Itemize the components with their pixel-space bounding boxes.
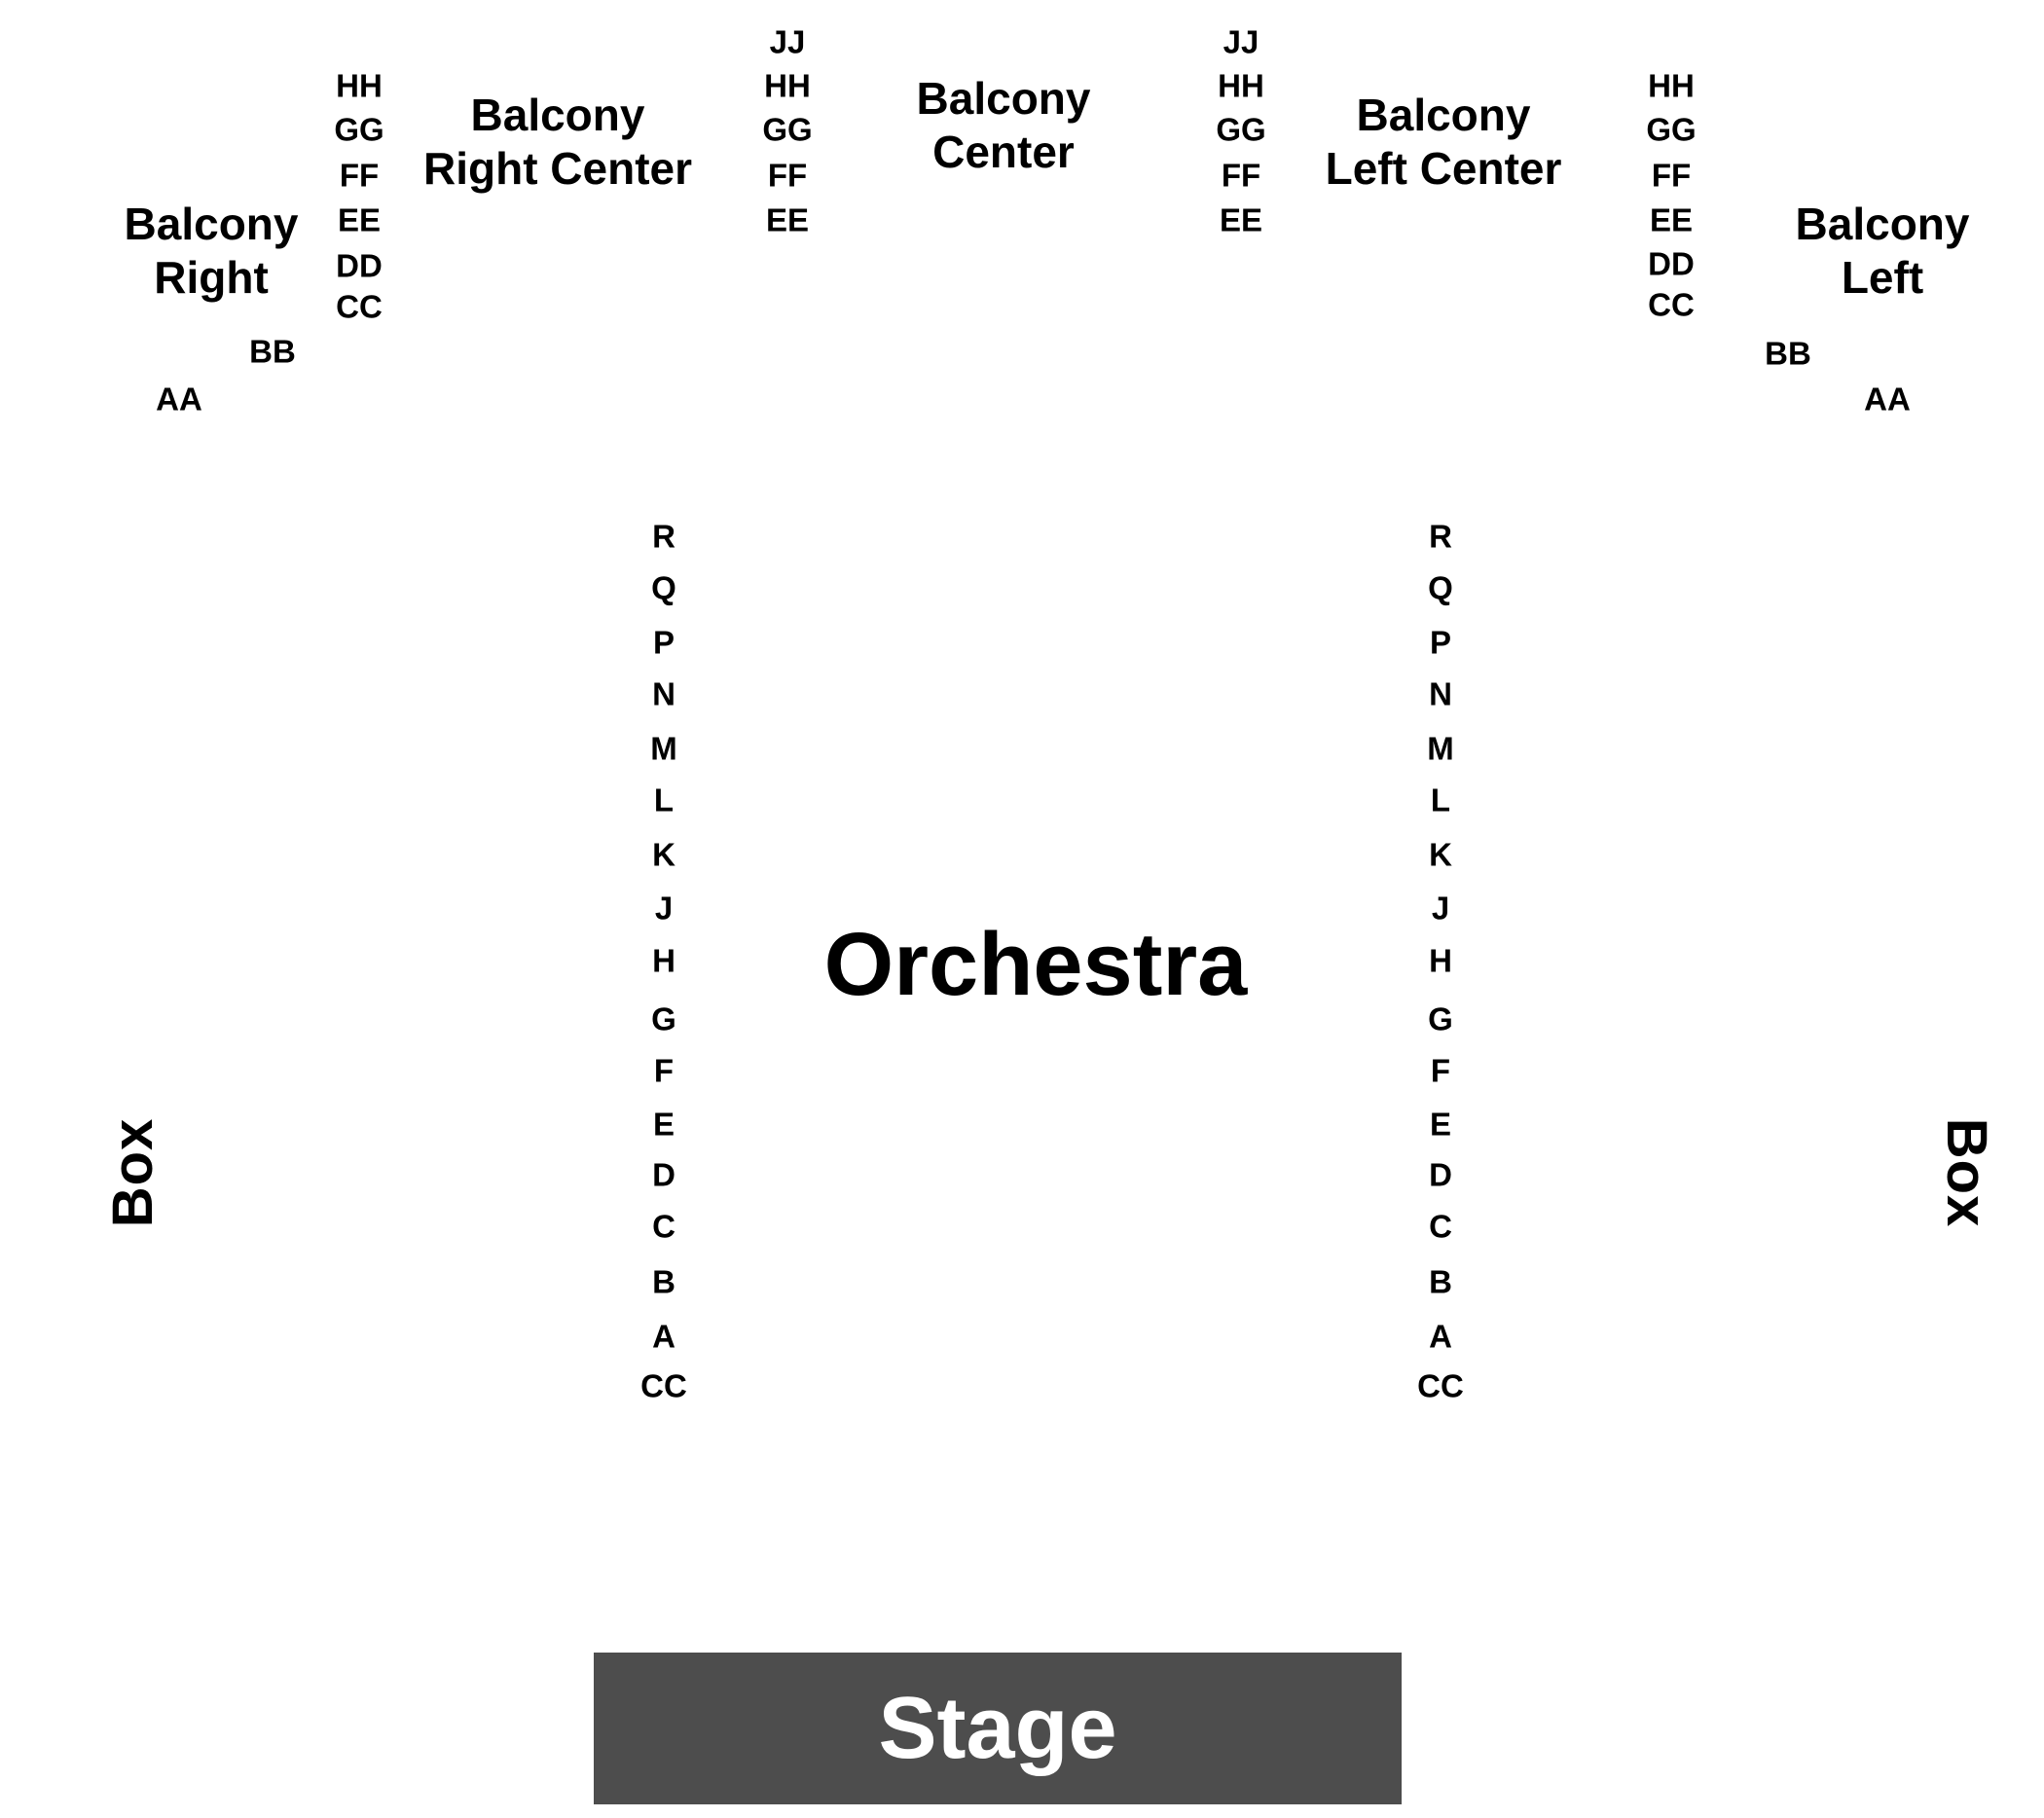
- row-label-orchestra-left-g[interactable]: G: [651, 1000, 676, 1037]
- row-label-orchestra-right-e[interactable]: E: [1429, 1106, 1451, 1143]
- row-label-orchestra-left-d[interactable]: D: [652, 1156, 675, 1193]
- row-label-orchestra-right-g[interactable]: G: [1428, 1000, 1453, 1037]
- row-label-balcony-center-right-gg[interactable]: GG: [1216, 111, 1266, 148]
- row-label-orchestra-right-cc[interactable]: CC: [1417, 1367, 1464, 1404]
- row-label-orchestra-left-cc[interactable]: CC: [640, 1367, 687, 1404]
- row-label-balcony-center-left-jj[interactable]: JJ: [769, 23, 806, 60]
- row-label-balcony-left-inner-hh[interactable]: HH: [1648, 67, 1695, 104]
- row-label-balcony-center-left-ff[interactable]: FF: [767, 157, 808, 194]
- row-label-balcony-right-inner-cc[interactable]: CC: [336, 288, 383, 325]
- row-label-orchestra-left-a[interactable]: A: [652, 1318, 675, 1355]
- row-label-balcony-center-right-hh[interactable]: HH: [1218, 67, 1264, 104]
- row-label-orchestra-right-f[interactable]: F: [1430, 1052, 1451, 1089]
- row-label-orchestra-left-m[interactable]: M: [650, 730, 677, 767]
- orchestra-label[interactable]: Orchestra: [823, 915, 1248, 1014]
- row-label-balcony-right-outer-bb[interactable]: BB: [249, 333, 296, 370]
- box-left-label[interactable]: Box: [101, 1117, 164, 1228]
- row-label-orchestra-right-r[interactable]: R: [1429, 518, 1452, 555]
- balcony-left-center-label[interactable]: Balcony Left Center: [1325, 89, 1562, 194]
- row-label-orchestra-left-f[interactable]: F: [653, 1052, 675, 1089]
- row-label-orchestra-right-m[interactable]: M: [1427, 730, 1454, 767]
- stage-area[interactable]: Stage: [594, 1653, 1402, 1804]
- row-label-orchestra-left-c[interactable]: C: [652, 1208, 675, 1245]
- row-label-balcony-right-inner-hh[interactable]: HH: [336, 67, 383, 104]
- row-label-balcony-right-inner-gg[interactable]: GG: [334, 111, 384, 148]
- row-label-orchestra-right-d[interactable]: D: [1429, 1156, 1452, 1193]
- row-label-orchestra-left-p[interactable]: P: [652, 624, 675, 661]
- row-label-balcony-right-outer-aa[interactable]: AA: [156, 381, 202, 418]
- row-label-orchestra-left-l[interactable]: L: [653, 782, 675, 818]
- row-label-orchestra-right-h[interactable]: H: [1429, 942, 1452, 979]
- row-label-orchestra-right-c[interactable]: C: [1429, 1208, 1452, 1245]
- row-label-orchestra-right-a[interactable]: A: [1429, 1318, 1452, 1355]
- balcony-right-label[interactable]: Balcony Right: [124, 198, 299, 303]
- row-label-balcony-left-outer-aa[interactable]: AA: [1864, 381, 1911, 418]
- row-label-orchestra-right-j[interactable]: J: [1431, 890, 1450, 927]
- row-label-balcony-center-right-ff[interactable]: FF: [1221, 157, 1261, 194]
- balcony-right-center-label[interactable]: Balcony Right Center: [423, 89, 692, 194]
- row-label-orchestra-right-n[interactable]: N: [1429, 675, 1452, 712]
- row-label-balcony-right-inner-ff[interactable]: FF: [339, 157, 380, 194]
- row-label-orchestra-right-p[interactable]: P: [1429, 624, 1451, 661]
- stage-label: Stage: [878, 1679, 1117, 1777]
- row-label-orchestra-left-j[interactable]: J: [654, 890, 674, 927]
- row-label-balcony-center-right-jj[interactable]: JJ: [1223, 23, 1259, 60]
- row-label-balcony-right-inner-ee[interactable]: EE: [337, 201, 382, 238]
- row-label-orchestra-right-l[interactable]: L: [1430, 782, 1451, 818]
- row-label-balcony-right-inner-dd[interactable]: DD: [336, 247, 383, 284]
- row-label-balcony-center-left-gg[interactable]: GG: [762, 111, 813, 148]
- row-label-balcony-left-outer-bb[interactable]: BB: [1765, 335, 1811, 372]
- row-label-balcony-left-inner-gg[interactable]: GG: [1646, 111, 1697, 148]
- row-label-balcony-center-right-ee[interactable]: EE: [1219, 201, 1263, 238]
- balcony-left-label[interactable]: Balcony Left: [1795, 198, 1970, 303]
- row-label-orchestra-left-h[interactable]: H: [652, 942, 675, 979]
- row-label-balcony-left-inner-ee[interactable]: EE: [1649, 201, 1694, 238]
- row-label-orchestra-left-n[interactable]: N: [652, 675, 675, 712]
- row-label-balcony-left-inner-cc[interactable]: CC: [1648, 286, 1695, 323]
- row-label-orchestra-left-q[interactable]: Q: [651, 569, 676, 606]
- row-label-orchestra-left-k[interactable]: K: [652, 836, 675, 873]
- row-label-orchestra-right-q[interactable]: Q: [1428, 569, 1453, 606]
- row-label-orchestra-right-k[interactable]: K: [1429, 836, 1452, 873]
- row-label-orchestra-right-b[interactable]: B: [1429, 1263, 1452, 1300]
- row-label-balcony-left-inner-dd[interactable]: DD: [1648, 245, 1695, 282]
- balcony-center-label[interactable]: Balcony Center: [916, 72, 1091, 177]
- row-label-balcony-center-left-ee[interactable]: EE: [765, 201, 810, 238]
- row-label-balcony-left-inner-ff[interactable]: FF: [1651, 157, 1692, 194]
- row-label-orchestra-left-r[interactable]: R: [652, 518, 675, 555]
- row-label-orchestra-left-b[interactable]: B: [652, 1263, 675, 1300]
- row-label-balcony-center-left-hh[interactable]: HH: [764, 67, 811, 104]
- box-right-label[interactable]: Box: [1935, 1117, 1998, 1228]
- row-label-orchestra-left-e[interactable]: E: [652, 1106, 675, 1143]
